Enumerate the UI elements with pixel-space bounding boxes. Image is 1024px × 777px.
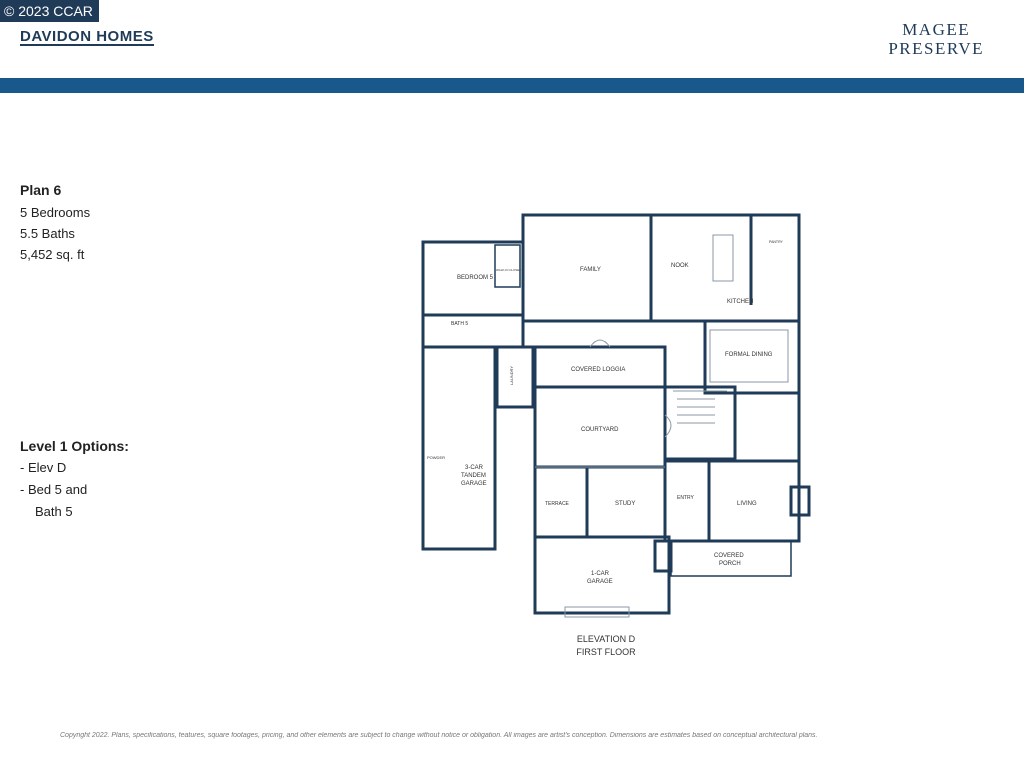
label-covered-porch-2: PORCH (719, 561, 741, 567)
plan-caption: ELEVATION D FIRST FLOOR (556, 633, 656, 659)
label-study: STUDY (615, 501, 635, 507)
floor-plan: BEDROOM 5 WALK-IN CLOSET BATH 5 FAMILY N… (421, 213, 811, 618)
caption-floor: FIRST FLOOR (576, 647, 636, 657)
label-laundry: LAUNDRY (509, 366, 514, 385)
options-title: Level 1 Options: (20, 438, 129, 454)
label-formal-dining: FORMAL DINING (725, 352, 773, 358)
label-1car-garage-2: GARAGE (587, 579, 613, 585)
label-bedroom5: BEDROOM 5 (457, 275, 494, 281)
community-name-line1: MAGEE (902, 20, 971, 39)
label-kitchen: KITCHEN (727, 299, 753, 305)
plan-info: Plan 6 5 Bedrooms 5.5 Baths 5,452 sq. ft (20, 180, 90, 265)
label-tandem-garage-1: 3-CAR (465, 465, 484, 471)
label-courtyard: COURTYARD (581, 427, 619, 433)
header-band (0, 78, 1024, 93)
level-options: Level 1 Options: - Elev D - Bed 5 and Ba… (20, 435, 129, 523)
plan-baths: 5.5 Baths (20, 226, 75, 241)
option-elev-d: - Elev D (20, 460, 67, 475)
community-name: MAGEE PRESERVE (888, 20, 984, 58)
label-nook: NOOK (671, 263, 689, 269)
plan-sqft: 5,452 sq. ft (20, 247, 85, 262)
copyright-badge: © 2023 CCAR (0, 0, 99, 22)
caption-elevation: ELEVATION D (576, 634, 636, 644)
label-covered-porch-1: COVERED (714, 553, 744, 559)
label-tandem-garage-2: TANDEM (461, 473, 486, 479)
label-family: FAMILY (580, 267, 601, 273)
label-covered-loggia: COVERED LOGGIA (571, 367, 625, 373)
option-bed5: - Bed 5 and (20, 482, 88, 497)
community-name-line2: PRESERVE (888, 39, 984, 58)
option-bath5: Bath 5 (35, 504, 73, 519)
davidon-homes-logo: DAVIDON HOMES (20, 28, 154, 46)
label-terrace: TERRACE (545, 501, 570, 507)
label-living: LIVING (737, 501, 757, 507)
footer-copyright: Copyright 2022. Plans, specifications, f… (60, 732, 818, 739)
label-bath5: BATH 5 (451, 321, 468, 327)
label-tandem-garage-3: GARAGE (461, 481, 487, 487)
plan-name: Plan 6 (20, 182, 62, 198)
label-1car-garage-1: 1-CAR (591, 571, 610, 577)
label-powder: POWDER (427, 455, 445, 460)
label-entry: ENTRY (677, 495, 695, 501)
label-walkin-closet: WALK-IN CLOSET (496, 268, 521, 272)
plan-bedrooms: 5 Bedrooms (20, 205, 91, 220)
label-pantry: PANTRY (769, 240, 784, 244)
